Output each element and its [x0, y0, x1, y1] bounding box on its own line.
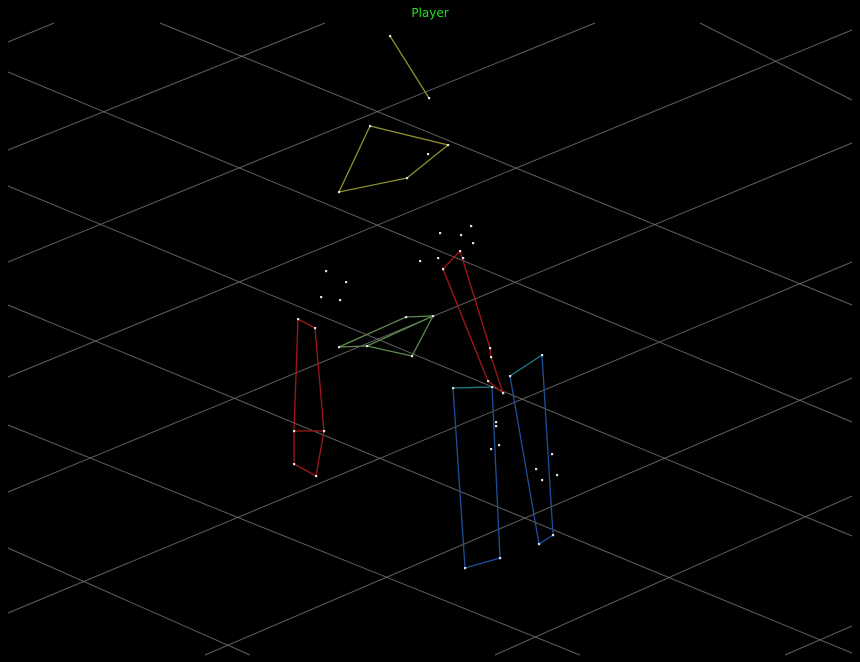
vertex-point	[552, 534, 555, 537]
vertex-point	[490, 356, 493, 359]
grid-line	[7, 261, 853, 614]
vertex-point	[541, 479, 544, 482]
grid-line	[7, 22, 55, 43]
vertex-point	[489, 347, 492, 350]
head-outline	[337, 125, 450, 193]
vertex-point	[320, 296, 323, 299]
vertex-point	[464, 567, 467, 570]
vertex-point	[495, 421, 498, 424]
vertex-point	[389, 35, 392, 38]
right-leg-top	[509, 354, 543, 377]
vertex-point	[325, 270, 328, 273]
grid-line	[494, 495, 853, 656]
vertex-point	[345, 281, 348, 284]
vertex-point	[447, 144, 450, 147]
grid-line	[7, 304, 853, 654]
grid-line	[7, 185, 853, 537]
torso-outline	[338, 315, 435, 357]
vertex-point	[338, 346, 341, 349]
grid-line	[7, 29, 853, 378]
vertex-point	[427, 153, 430, 156]
vertex-point	[460, 234, 463, 237]
player-label: Player	[411, 6, 449, 20]
left-leg-top	[452, 386, 493, 389]
vertex-point	[452, 387, 455, 390]
vertex-point	[490, 448, 493, 451]
grid-line	[7, 22, 326, 151]
grid-line	[7, 547, 251, 656]
vertex-point	[419, 260, 422, 263]
vertex-point	[538, 543, 541, 546]
grid-line	[7, 71, 853, 423]
vertex-point	[314, 327, 317, 330]
vertex-point	[339, 299, 342, 302]
vertex-point	[495, 425, 498, 428]
vertex-point	[487, 380, 490, 383]
grid-line	[7, 22, 596, 263]
left-leg-outline	[452, 386, 501, 569]
vertex-point	[442, 268, 445, 271]
vertex-point	[428, 97, 431, 100]
vertex-point	[406, 177, 409, 180]
right-arm-outline	[442, 249, 505, 395]
vertex-point	[498, 444, 501, 447]
vertex-point	[437, 257, 440, 260]
vertex-point	[338, 191, 341, 194]
vertex-point	[411, 355, 414, 358]
vertex-point	[502, 392, 505, 395]
vertex-point	[323, 430, 326, 433]
vertex-point	[509, 375, 512, 378]
grid-line	[784, 625, 853, 656]
vertex-point	[499, 557, 502, 560]
vertex-point	[432, 315, 435, 318]
vertex-point	[297, 318, 300, 321]
left-arm-outline	[293, 317, 325, 478]
grid-line	[699, 22, 853, 101]
grid-line	[159, 22, 853, 306]
player-wireframe	[293, 35, 554, 569]
vertex-point	[459, 250, 462, 253]
vertex-point	[315, 475, 318, 478]
vertex-point	[293, 430, 296, 433]
grid-line	[7, 424, 581, 656]
vertex-point	[551, 453, 554, 456]
torso-inner-line	[366, 315, 434, 347]
vertex-points	[293, 35, 559, 570]
vertex-point	[293, 463, 296, 466]
vertex-point	[405, 316, 408, 319]
vertex-point	[491, 386, 494, 389]
vertex-point	[369, 125, 372, 128]
vertex-point	[366, 345, 369, 348]
vertex-point	[462, 257, 465, 260]
vertex-point	[556, 474, 559, 477]
vertex-point	[541, 354, 544, 357]
ground-grid	[7, 22, 853, 656]
vertex-point	[472, 242, 475, 245]
neck-line	[389, 35, 430, 99]
vertex-point	[470, 225, 473, 228]
vertex-point	[439, 232, 442, 235]
vertex-point	[535, 468, 538, 471]
grid-line	[204, 377, 853, 656]
